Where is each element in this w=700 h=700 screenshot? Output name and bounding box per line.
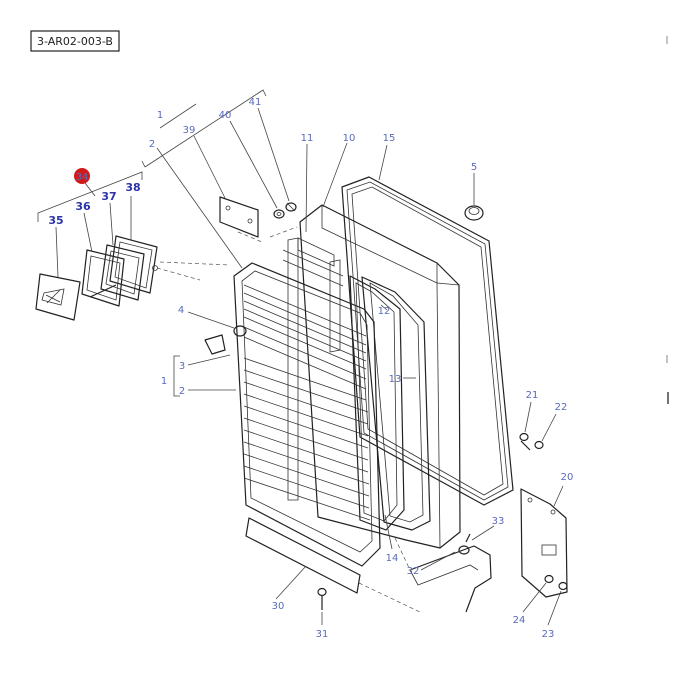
label-4: 4	[178, 305, 184, 316]
plate-38	[109, 196, 231, 294]
label-31: 31	[316, 629, 329, 640]
bolt-40	[229, 120, 285, 219]
housing-10	[299, 142, 461, 549]
label-36: 36	[75, 200, 91, 213]
label-15: 15	[383, 133, 396, 144]
label-40: 40	[219, 110, 232, 121]
label-30: 30	[272, 601, 285, 612]
cover-15	[341, 144, 514, 506]
group-bracket-1-mid	[173, 354, 236, 397]
label-13: 13	[389, 374, 402, 385]
label-35: 35	[48, 214, 63, 227]
frame-12	[349, 275, 405, 531]
diagram-code-box: 3-AR02-003-B	[30, 30, 120, 52]
bolt-31	[317, 587, 327, 625]
label-39: 39	[183, 125, 196, 136]
grille-2	[156, 147, 381, 567]
plate-37	[100, 202, 145, 301]
label-2-mid: 2	[179, 386, 185, 397]
label-23: 23	[542, 629, 555, 640]
plate-36	[81, 212, 125, 307]
label-21: 21	[526, 390, 539, 401]
diagram-code: 3-AR02-003-B	[37, 35, 113, 48]
knob-4	[187, 311, 247, 355]
label-20: 20	[561, 472, 574, 483]
bolt-23	[547, 581, 568, 626]
bracket-20	[520, 485, 568, 598]
bolt-24	[522, 574, 554, 613]
label-38: 38	[125, 181, 140, 194]
highlight-marker-34: 34	[74, 168, 90, 184]
label-24: 24	[513, 615, 526, 626]
seal-14	[384, 514, 393, 550]
hidden-edges	[269, 226, 421, 613]
group-bracket-1	[141, 89, 267, 168]
label-1-mid: 1	[161, 376, 167, 387]
plate-30	[245, 517, 361, 600]
plate-35	[35, 226, 81, 321]
label-37: 37	[101, 190, 116, 203]
base-32	[409, 545, 492, 613]
bolt-33	[465, 525, 495, 543]
label-33: 33	[492, 516, 505, 527]
label-11: 11	[301, 133, 314, 144]
cap-5	[464, 173, 484, 221]
frame-13	[361, 276, 431, 531]
label-1-top: 1	[157, 110, 163, 121]
label-22: 22	[555, 402, 568, 413]
label-3: 3	[179, 361, 185, 372]
bolt-21	[519, 401, 532, 451]
part-labels: 1 2 39 40 41 11 10 15 5 35 36 37 38 4 12…	[48, 97, 573, 640]
washer-22	[534, 413, 557, 450]
label-32: 32	[407, 566, 420, 577]
label-41: 41	[249, 97, 262, 108]
edge-marks	[666, 36, 669, 404]
label-12: 12	[378, 306, 391, 317]
bolt-41	[257, 107, 297, 212]
label-2-top: 2	[149, 139, 155, 150]
label-34: 34	[76, 172, 89, 183]
label-5: 5	[471, 162, 477, 173]
plate-39	[193, 135, 263, 243]
label-10: 10	[343, 133, 356, 144]
group-bracket-34	[37, 171, 143, 222]
label-14: 14	[386, 553, 399, 564]
